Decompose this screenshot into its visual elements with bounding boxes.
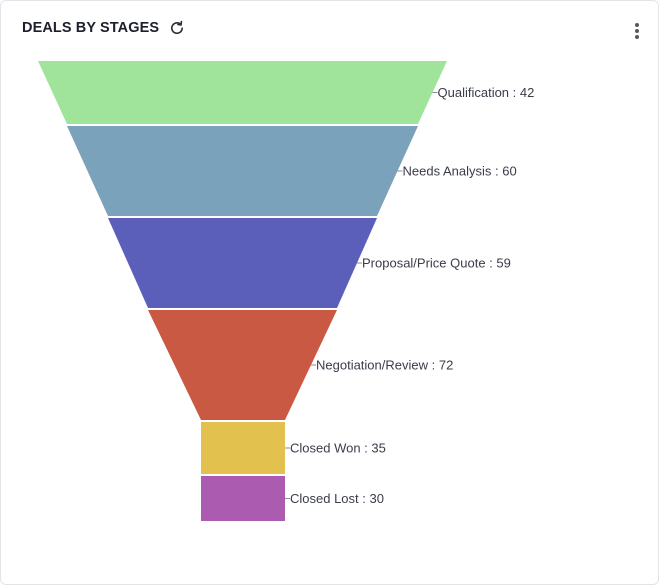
refresh-icon[interactable]	[168, 19, 186, 37]
widget-title: DEALS BY STAGES	[22, 20, 160, 36]
funnel-data-label: Closed Won : 35	[290, 441, 386, 456]
funnel-segment-negotiation-review[interactable]	[148, 310, 337, 420]
funnel-data-label: Qualification : 42	[438, 85, 535, 100]
widget-header: DEALS BY STAGES	[22, 19, 186, 37]
more-options-icon[interactable]	[634, 23, 640, 41]
funnel-segment-proposal-price-quote[interactable]	[108, 218, 377, 308]
funnel-segment-needs-analysis[interactable]	[67, 126, 418, 216]
funnel-data-label: Negotiation/Review : 72	[316, 358, 453, 373]
funnel-segment-closed-won[interactable]	[201, 422, 285, 474]
funnel-data-label: Closed Lost : 30	[290, 491, 384, 506]
funnel-segment-closed-lost[interactable]	[201, 476, 285, 521]
funnel-data-label: Needs Analysis : 60	[403, 164, 517, 179]
funnel-segment-qualification[interactable]	[38, 61, 447, 124]
funnel-data-label: Proposal/Price Quote : 59	[362, 256, 511, 271]
